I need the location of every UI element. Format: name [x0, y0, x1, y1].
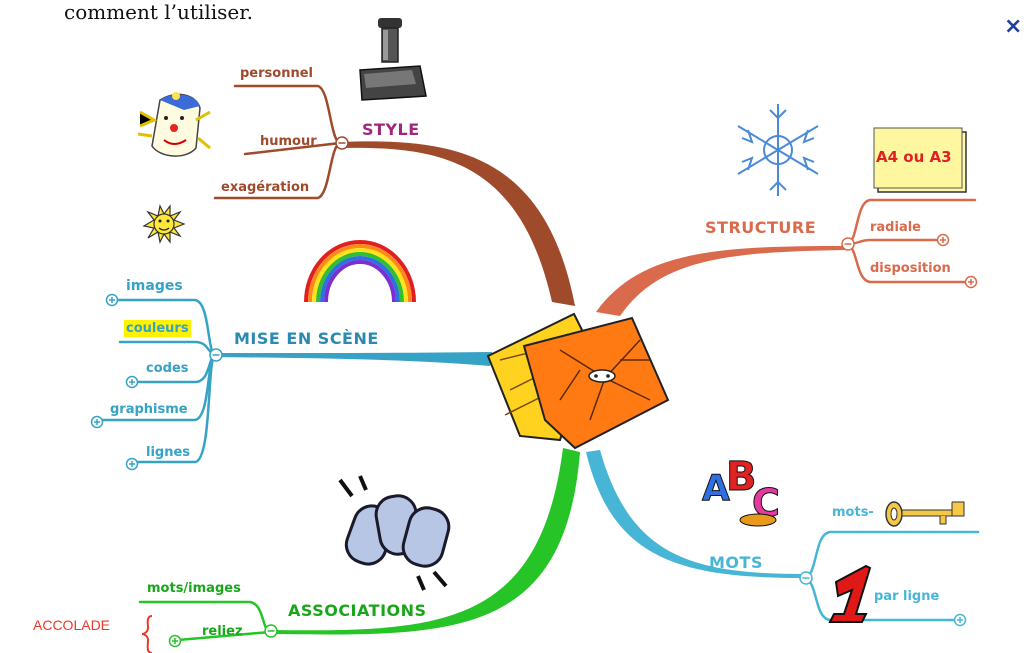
codes-expand-toggle[interactable]	[125, 375, 139, 389]
graphisme-expand-toggle[interactable]	[90, 415, 104, 429]
style-item-humour[interactable]: humour	[260, 134, 317, 149]
highlighted-text: couleurs	[124, 320, 191, 337]
a4-note-icon	[873, 127, 967, 193]
mise-en-scene-branch-label[interactable]: MISE EN SCÈNE	[234, 329, 379, 348]
mise-en-scene-item-lignes[interactable]: lignes	[146, 445, 191, 460]
style-branch-label[interactable]: STYLE	[362, 120, 420, 139]
close-icon[interactable]: ×	[1004, 14, 1023, 39]
mise-en-scene-item-codes[interactable]: codes	[146, 361, 189, 376]
mots-collapse-toggle[interactable]	[799, 571, 813, 585]
associations-branch-line	[272, 448, 580, 635]
style-branch-line	[340, 141, 575, 306]
style-collapse-toggle[interactable]	[335, 136, 349, 150]
sun-icon	[142, 204, 186, 244]
key-icon	[885, 501, 965, 527]
number-one-icon	[828, 564, 872, 623]
central-image[interactable]	[486, 312, 670, 450]
chain-icon	[338, 475, 451, 591]
style-item-personnel[interactable]: personnel	[240, 66, 313, 81]
mise-en-scene-item-couleurs[interactable]: couleurs	[124, 320, 191, 337]
intro-text: comment l’utiliser.	[64, 0, 253, 24]
mise-en-scene-collapse-toggle[interactable]	[209, 348, 223, 362]
rainbow-icon	[304, 240, 416, 303]
structure-item-radiale[interactable]: radiale	[870, 220, 921, 235]
mise-en-scene-branch-line	[210, 352, 492, 366]
accolade-brace	[141, 615, 153, 653]
mots-sub-lines	[803, 530, 980, 622]
associations-branch-label[interactable]: ASSOCIATIONS	[288, 601, 427, 620]
abc-letters-icon: A B C	[702, 454, 780, 527]
par-ligne-expand-toggle[interactable]	[953, 613, 967, 627]
mots-branch-label[interactable]: MOTS	[709, 553, 763, 572]
svg-text:B: B	[726, 454, 757, 500]
disposition-expand-toggle[interactable]	[964, 275, 978, 289]
associations-item-mots-images[interactable]: mots/images	[147, 581, 241, 596]
images-expand-toggle[interactable]	[105, 293, 119, 307]
mise-en-scene-item-graphisme[interactable]: graphisme	[110, 402, 188, 417]
structure-collapse-toggle[interactable]	[841, 237, 855, 251]
mise-en-scene-item-images[interactable]: images	[126, 278, 183, 294]
structure-item-disposition[interactable]: disposition	[870, 261, 951, 276]
accolade-label: ACCOLADE	[33, 617, 111, 633]
lignes-expand-toggle[interactable]	[125, 457, 139, 471]
associations-item-reliez[interactable]: reliez	[202, 624, 243, 639]
structure-branch-line	[596, 246, 845, 316]
radiale-expand-toggle[interactable]	[936, 233, 950, 247]
style-item-exageration[interactable]: exagération	[221, 180, 310, 195]
snowflake-icon	[737, 104, 819, 196]
structure-note-a4-a3: A4 ou A3	[876, 148, 952, 166]
reliez-expand-toggle[interactable]	[168, 634, 182, 648]
clown-icon	[137, 92, 211, 157]
svg-text:A: A	[702, 468, 730, 509]
mots-item-par-ligne[interactable]: par ligne	[874, 589, 940, 604]
stamp-icon	[359, 18, 427, 101]
structure-branch-label[interactable]: STRUCTURE	[705, 218, 817, 237]
mots-item-mots[interactable]: mots-	[832, 505, 874, 520]
associations-collapse-toggle[interactable]	[264, 624, 278, 638]
